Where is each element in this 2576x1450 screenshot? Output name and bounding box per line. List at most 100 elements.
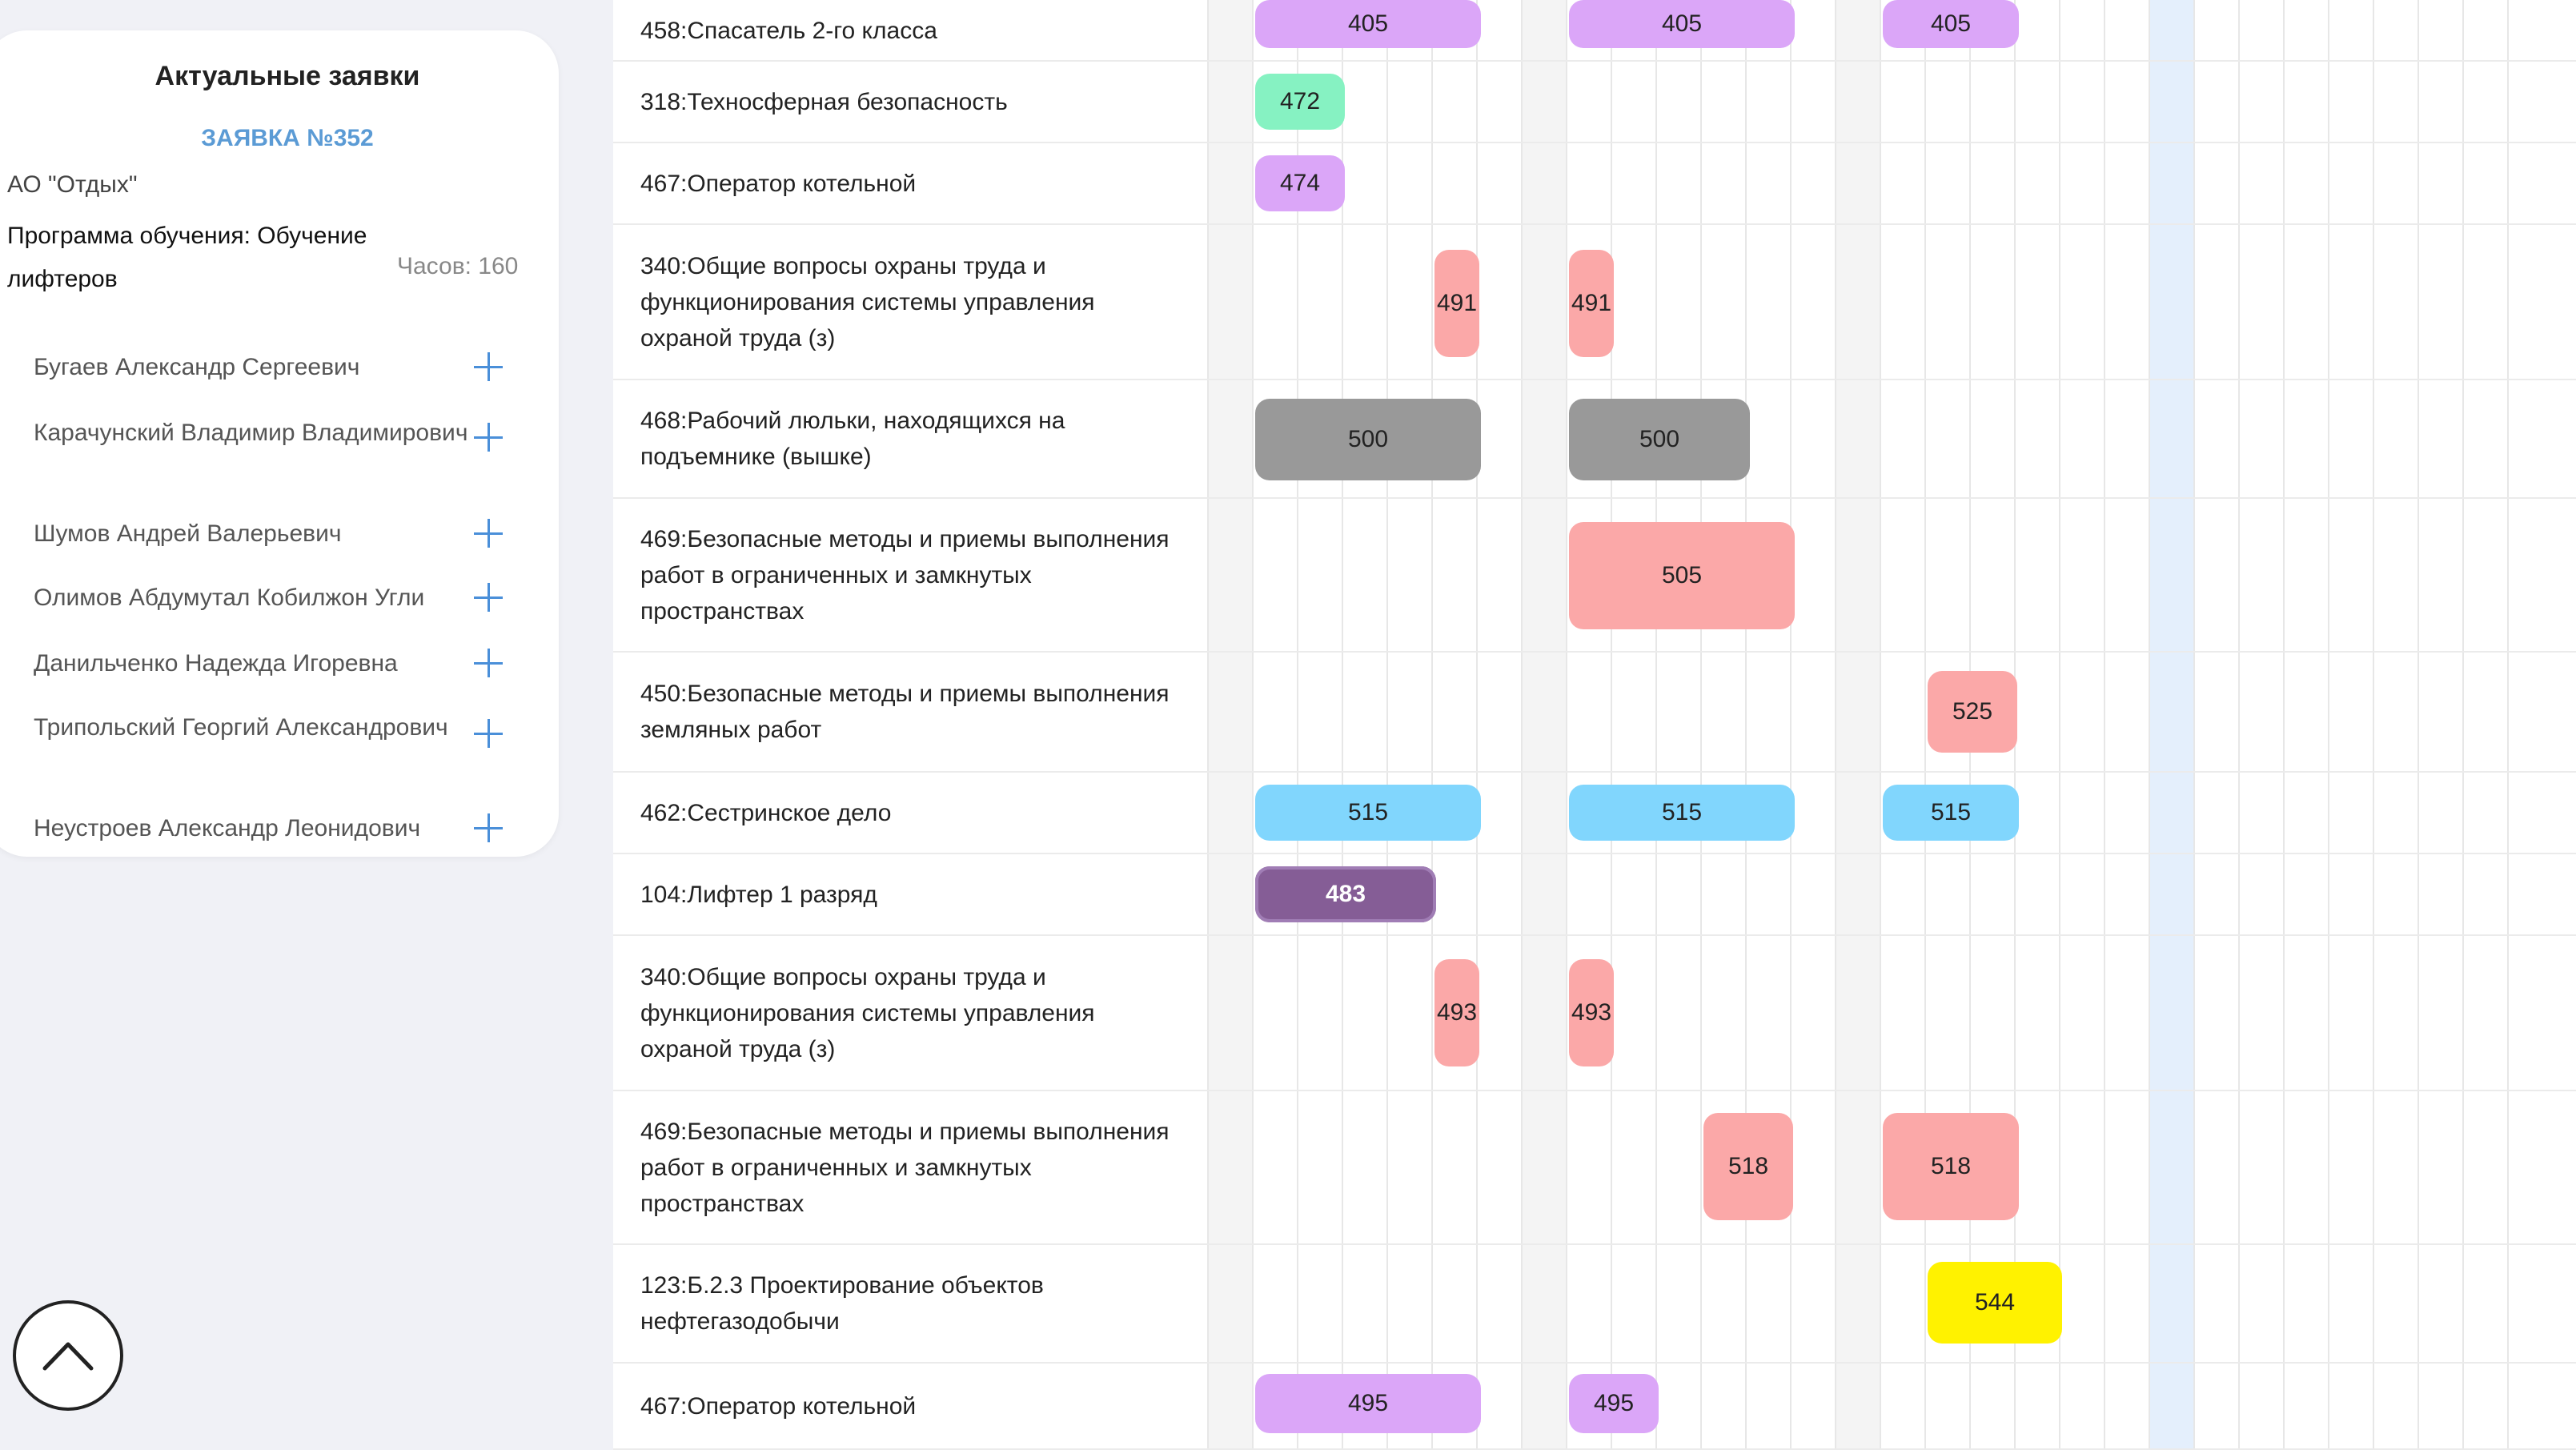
add-person-plus-icon[interactable] (471, 516, 506, 551)
grid-line (1655, 0, 1657, 1449)
grid-line (1790, 0, 1792, 1449)
person-name: Олимов Абдумутал Кобилжон Угли (34, 584, 425, 611)
grid-line (2283, 0, 2285, 1449)
grid-line (1745, 0, 1747, 1449)
day-column (2328, 0, 2373, 1449)
weekend-column (1835, 0, 1880, 1449)
person-name: Карачунский Владимир Владимирович (34, 420, 468, 446)
add-person-plus-icon[interactable] (471, 645, 506, 681)
schedule-group-bar[interactable]: 491 (1434, 250, 1479, 357)
today-column (2149, 0, 2193, 1449)
day-column (1566, 0, 1611, 1449)
scroll-to-top-button[interactable] (13, 1300, 123, 1411)
add-person-plus-icon[interactable] (471, 716, 506, 751)
grid-line (1342, 0, 1343, 1449)
grid-line (1924, 0, 1926, 1449)
row-divider (613, 934, 2576, 936)
requests-panel: Актуальные заявки ЗАЯВКА №352 АО "Отдых"… (0, 30, 559, 857)
day-column (1880, 0, 1924, 1449)
schedule-group-bar[interactable]: 515 (1569, 785, 1795, 841)
row-divider (613, 379, 2576, 380)
day-column (2238, 0, 2283, 1449)
day-column (1745, 0, 1790, 1449)
grid-line (2373, 0, 2374, 1449)
schedule-group-bar[interactable]: 493 (1434, 959, 1479, 1066)
schedule-group-bar[interactable]: 500 (1255, 399, 1481, 480)
schedule-group-bar[interactable]: 483 (1255, 866, 1436, 922)
schedule-group-bar[interactable]: 525 (1928, 671, 2017, 753)
add-person-plus-icon[interactable] (471, 420, 506, 455)
grid-line (2418, 0, 2419, 1449)
row-divider (613, 651, 2576, 653)
course-name: 340:Общие вопросы охраны труда и функцио… (640, 252, 1095, 351)
hours-count: Часов: 160 (397, 253, 519, 279)
day-column (1700, 0, 1745, 1449)
organization-name: АО "Отдых" (7, 171, 138, 198)
panel-title: Актуальные заявки (154, 61, 420, 91)
grid-line (1835, 0, 1836, 1449)
schedule-group-bar[interactable]: 474 (1255, 155, 1345, 211)
day-column (1431, 0, 1476, 1449)
grid-line (2059, 0, 2060, 1449)
schedule-group-bar[interactable]: 405 (1883, 0, 2019, 48)
course-name: 467:Оператор котельной (640, 1392, 917, 1420)
row-divider (613, 497, 2576, 499)
schedule-group-bar[interactable]: 515 (1883, 785, 2019, 841)
course-name: 462:Сестринское дело (640, 799, 892, 826)
schedule-group-bar[interactable]: 405 (1569, 0, 1795, 48)
request-link[interactable]: ЗАЯВКА №352 (201, 125, 374, 151)
course-name: 104:Лифтер 1 разряд (640, 881, 877, 908)
row-divider (613, 142, 2576, 143)
schedule-group-bar[interactable]: 515 (1255, 785, 1481, 841)
row-divider (613, 223, 2576, 225)
calendar-grid: 405 405 405 472 474 491 491 500 500 505 525 515 515 5… (1207, 0, 2576, 1449)
course-names-column: 458:Спасатель 2-го класса 318:Техносферна… (613, 0, 1207, 1449)
person-name: Трипольский Георгий Александрович (34, 714, 448, 741)
course-name: 467:Оператор котельной (640, 170, 917, 197)
course-name: 123:Б.2.3 Проектирование объектов нефтег… (640, 1272, 1044, 1335)
person-name: Бугаев Александр Сергеевич (34, 354, 360, 380)
row-divider (613, 1243, 2576, 1245)
grid-line (2328, 0, 2329, 1449)
row-divider (613, 1090, 2576, 1091)
row-divider (613, 853, 2576, 854)
schedule-group-bar[interactable]: 493 (1569, 959, 1614, 1066)
grid-line (1566, 0, 1567, 1449)
schedule-group-bar[interactable]: 505 (1569, 522, 1795, 629)
day-column (1611, 0, 1655, 1449)
day-column (2104, 0, 2149, 1449)
schedule-group-bar[interactable]: 495 (1569, 1374, 1659, 1433)
grid-line (2238, 0, 2240, 1449)
grid-line (1521, 0, 1523, 1449)
course-name: 458:Спасатель 2-го класса (640, 17, 937, 44)
schedule-group-bar[interactable]: 518 (1883, 1113, 2019, 1220)
schedule-group-bar[interactable]: 495 (1255, 1374, 1481, 1433)
schedule-group-bar[interactable]: 491 (1569, 250, 1614, 357)
day-column (1790, 0, 1835, 1449)
grid-line (1431, 0, 1433, 1449)
course-name: 340:Общие вопросы охраны труда и функцио… (640, 963, 1095, 1062)
add-person-plus-icon[interactable] (471, 349, 506, 384)
day-column (1252, 0, 1297, 1449)
schedule-group-bar[interactable]: 472 (1255, 74, 1345, 130)
add-person-plus-icon[interactable] (471, 580, 506, 615)
day-column (2059, 0, 2104, 1449)
schedule-group-bar[interactable]: 518 (1703, 1113, 1793, 1220)
schedule-group-bar[interactable]: 405 (1255, 0, 1481, 48)
course-name: 450:Безопасные методы и приемы выполнени… (640, 681, 1170, 743)
program-name: Программа обучения: Обучение лифтеров (7, 223, 367, 292)
row-divider (613, 771, 2576, 773)
grid-line (1880, 0, 1881, 1449)
grid-line (2507, 0, 2509, 1449)
day-column (2014, 0, 2059, 1449)
schedule-group-bar[interactable]: 500 (1569, 399, 1750, 480)
day-column (1297, 0, 1342, 1449)
chevron-up-icon (42, 1342, 94, 1371)
add-person-plus-icon[interactable] (471, 810, 506, 845)
grid-line (1476, 0, 1478, 1449)
schedule-group-bar[interactable]: 544 (1928, 1262, 2062, 1344)
grid-line (1297, 0, 1298, 1449)
course-name: 318:Техносферная безопасность (640, 88, 1008, 115)
course-name: 469:Безопасные методы и приемы выполнени… (640, 525, 1170, 625)
day-column (2507, 0, 2552, 1449)
